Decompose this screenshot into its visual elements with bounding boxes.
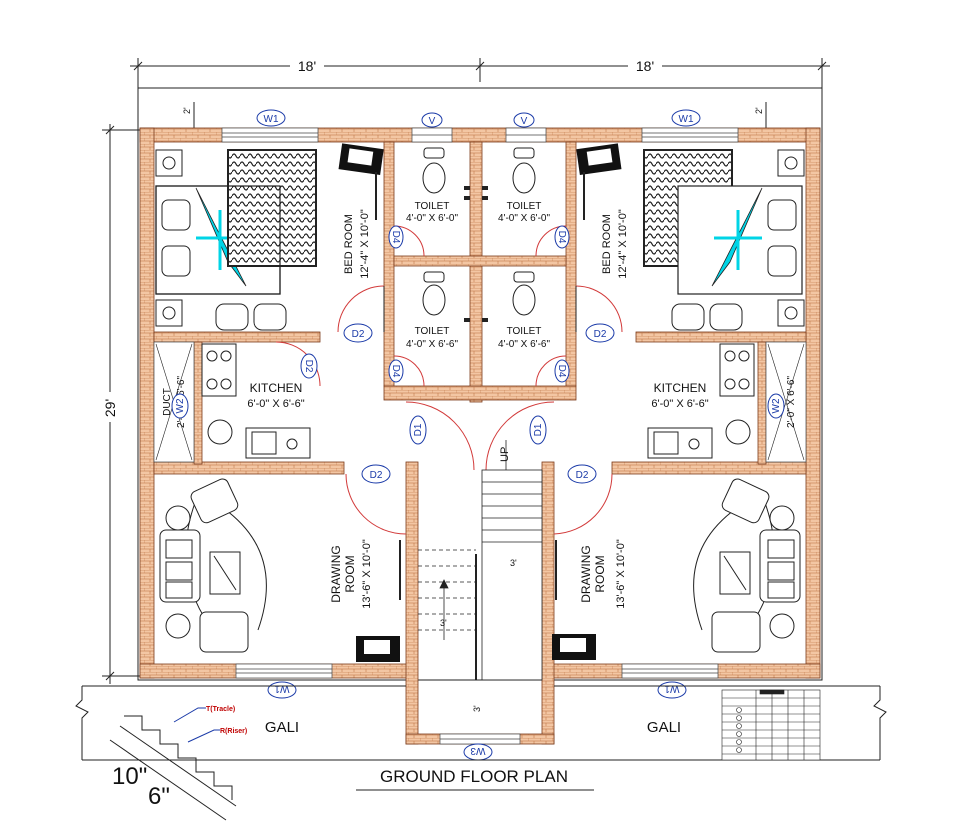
label-toilet-br: TOILET: [507, 326, 542, 337]
tag-d4-4: D4: [556, 365, 567, 378]
tv-unit-bed-left: [338, 143, 384, 220]
stair-section-detail: [109, 707, 237, 821]
bed-right: [677, 185, 803, 295]
tag-d2-drawing-left: D2: [370, 470, 383, 481]
tread-size: 10": [112, 763, 147, 790]
stair-up-label: UP: [499, 447, 511, 462]
label-kitchen-right: KITCHEN: [654, 381, 707, 395]
tag-w1-bl: W1: [274, 683, 289, 694]
size-toilet-bl: 4'-0" X 6'-6": [406, 339, 459, 350]
road-label-left: GALI: [265, 719, 299, 736]
dim-2-left: 2': [182, 107, 192, 114]
riser-label: R(Riser): [220, 728, 247, 735]
tag-w1-br: W1: [664, 683, 679, 694]
size-drawing-left: 13'-6" X 10'-0": [361, 539, 373, 609]
tag-d4-1: D4: [390, 231, 401, 244]
dim-width-right: 18': [636, 58, 654, 74]
stair-dim-2: 3': [440, 618, 447, 628]
size-toilet-tr: 4'-0" X 6'-0": [498, 213, 551, 224]
road-label-right: GALI: [647, 719, 681, 736]
tag-w2-left: W2: [175, 398, 186, 413]
tag-w3: W3: [470, 745, 485, 756]
plan-title: GROUND FLOOR PLAN: [380, 767, 568, 786]
tag-v-left: V: [429, 116, 436, 127]
side-table-left: [155, 149, 183, 327]
dim-height: 29': [102, 399, 118, 417]
plot-boundary: [137, 87, 823, 681]
label-drawing-right-2: ROOM: [593, 555, 607, 592]
tag-v-right: V: [521, 116, 528, 127]
door-window-tags: [171, 109, 785, 761]
label-toilet-tr: TOILET: [507, 201, 542, 212]
tag-d2-drawing-right: D2: [576, 470, 589, 481]
tv-unit-drawing-left: [356, 540, 401, 662]
tag-d2-kitchen-left: D2: [303, 360, 314, 373]
wc-fixtures: [422, 147, 536, 316]
size-kitchen-left: 6'-0" X 6'-6": [247, 398, 304, 410]
label-drawing-right: DRAWING: [579, 545, 593, 603]
label-toilet-tl: TOILET: [415, 201, 450, 212]
label-kitchen-left: KITCHEN: [250, 381, 303, 395]
label-toilet-bl: TOILET: [415, 326, 450, 337]
tv-unit-drawing-right: [552, 540, 596, 660]
tag-w2-right: W2: [771, 398, 782, 413]
top-dimension: [130, 58, 830, 110]
sofa-set-left: [159, 478, 267, 653]
tag-d2-bed-right: D2: [594, 329, 607, 340]
stair-dim-3: 3': [472, 705, 482, 712]
tag-d4-2: D4: [556, 231, 567, 244]
size-toilet-tl: 4'-0" X 6'-0": [406, 213, 459, 224]
tag-d1-left: D1: [413, 423, 424, 436]
size-duct-right: 2'-0" X 6'-6": [786, 376, 797, 429]
staircase: [418, 440, 543, 681]
label-drawing-left-2: ROOM: [343, 555, 357, 592]
label-bedroom-right: BED ROOM: [601, 214, 613, 274]
label-drawing-left: DRAWING: [329, 545, 343, 603]
tag-d2-bed-left: D2: [352, 329, 365, 340]
side-table-right: [777, 149, 805, 327]
label-bedroom-left: BED ROOM: [343, 214, 355, 274]
chairs-bed-right: [671, 303, 743, 331]
kitchen-left-fixtures: [201, 343, 311, 459]
label-duct-left: DUCT: [162, 388, 173, 416]
tread-label: T(Tracle): [206, 706, 235, 713]
tag-w1-tl: W1: [264, 114, 279, 125]
tag-d4-3: D4: [390, 365, 401, 378]
tag-d1-right: D1: [533, 423, 544, 436]
dim-2-right: 2': [754, 107, 764, 114]
tv-unit-bed-right: [576, 143, 622, 220]
size-bedroom-right: 12'-4" X 10'-0": [617, 209, 629, 279]
door-schedule-table: [721, 689, 821, 761]
sofa-set-right: [693, 478, 801, 653]
riser-size: 6": [148, 783, 170, 810]
stair-dim-1: 3': [510, 558, 517, 568]
dim-width-left: 18': [298, 58, 316, 74]
size-kitchen-right: 6'-0" X 6'-6": [651, 398, 708, 410]
size-bedroom-left: 12'-4" X 10'-0": [359, 209, 371, 279]
tag-w1-tr: W1: [679, 114, 694, 125]
chairs-bed-left: [215, 303, 287, 331]
size-toilet-br: 4'-0" X 6'-6": [498, 339, 551, 350]
size-drawing-right: 13'-6" X 10'-0": [615, 539, 627, 609]
kitchen-right-fixtures: [647, 343, 755, 459]
rug-left: [227, 149, 317, 267]
